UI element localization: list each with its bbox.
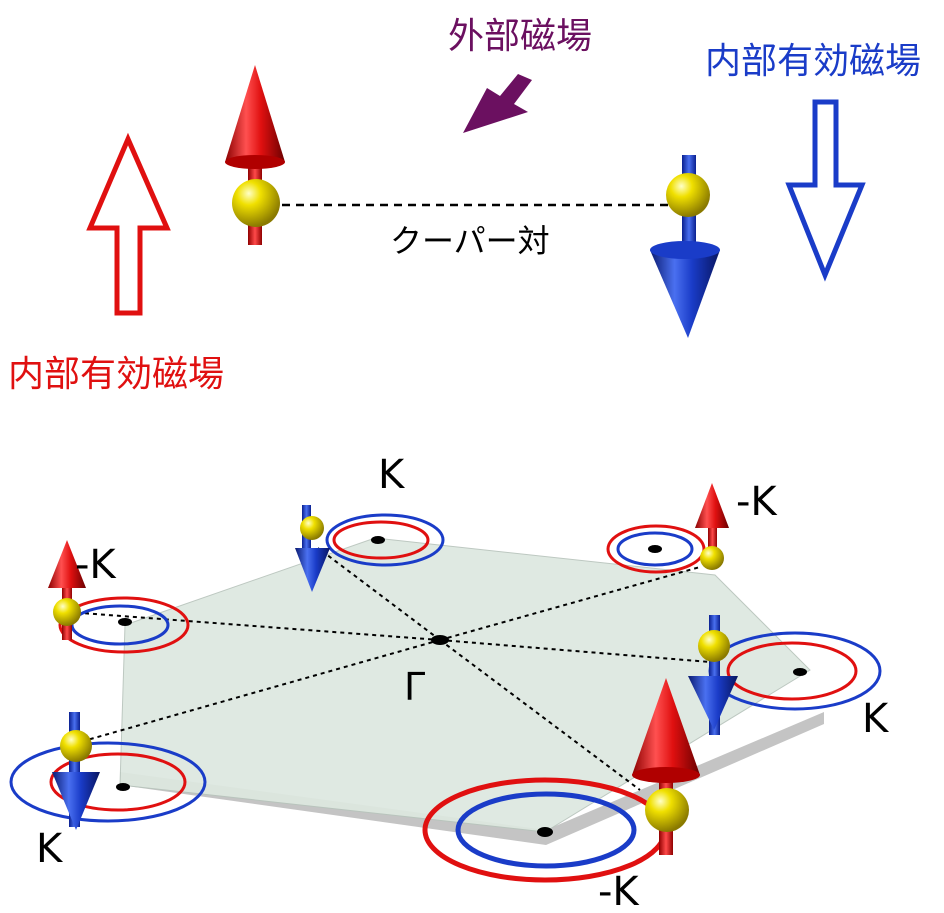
internal-field-arrow-up bbox=[86, 132, 171, 316]
valley-bottom-left bbox=[9, 712, 207, 830]
valley-right-label: K bbox=[862, 696, 890, 742]
valley-top-right bbox=[606, 483, 729, 574]
internal-field-label-right: 内部有効磁場 bbox=[705, 41, 921, 82]
spin-down-electron bbox=[650, 155, 720, 338]
external-field-arrow bbox=[463, 74, 532, 133]
valley-top-label: K bbox=[378, 452, 406, 498]
valley-bottom-left-label: K bbox=[36, 826, 64, 872]
valley-top-right-label: -K bbox=[736, 479, 778, 525]
cooper-pair-label: クーパー対 bbox=[390, 222, 550, 260]
valley-right bbox=[688, 615, 882, 735]
internal-field-arrow-down bbox=[785, 99, 866, 282]
valley-left-label: -K bbox=[75, 542, 117, 588]
reciprocal-lines bbox=[67, 547, 711, 791]
gamma-point bbox=[431, 635, 449, 645]
valley-top bbox=[295, 505, 445, 592]
external-field-label: 外部磁場 bbox=[448, 16, 592, 57]
internal-field-label-left: 内部有効磁場 bbox=[8, 354, 224, 395]
valley-left bbox=[48, 540, 190, 654]
gamma-label: Γ bbox=[404, 665, 425, 709]
spin-up-electron bbox=[225, 65, 285, 245]
valley-bottom-right bbox=[422, 678, 700, 883]
valley-bottom-right-label: -K bbox=[598, 869, 640, 913]
